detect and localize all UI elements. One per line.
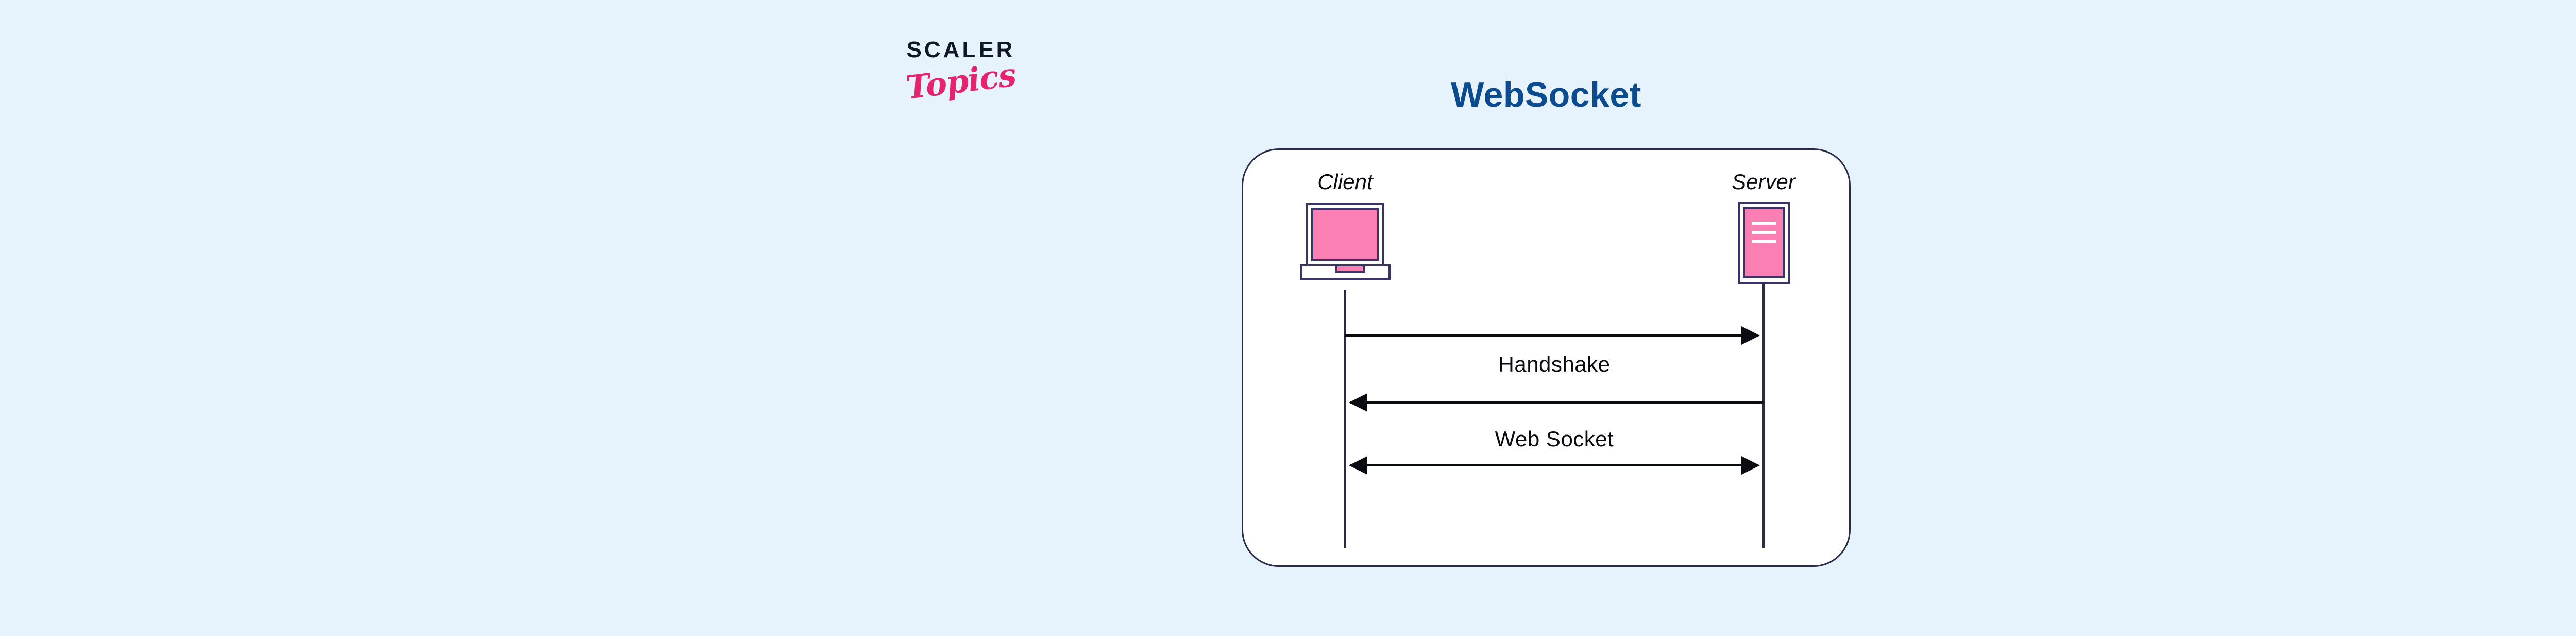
server-label: Server <box>1732 170 1795 194</box>
client-label: Client <box>1317 170 1373 194</box>
server-icon <box>1738 202 1790 284</box>
sequence-diagram-graphics <box>1300 202 1790 548</box>
logo-scaler-text: SCALER <box>906 37 1015 62</box>
handshake-label: Handshake <box>1498 352 1611 376</box>
websocket-label: Web Socket <box>1495 427 1614 451</box>
logo-topics-text: Topics <box>904 56 1018 107</box>
scaler-topics-logo: SCALER Topics <box>876 39 1046 142</box>
diagram-card: Client Server Handshake Web Socket <box>1242 148 1851 567</box>
page-title: WebSocket <box>1451 75 1641 114</box>
laptop-icon <box>1300 203 1391 280</box>
